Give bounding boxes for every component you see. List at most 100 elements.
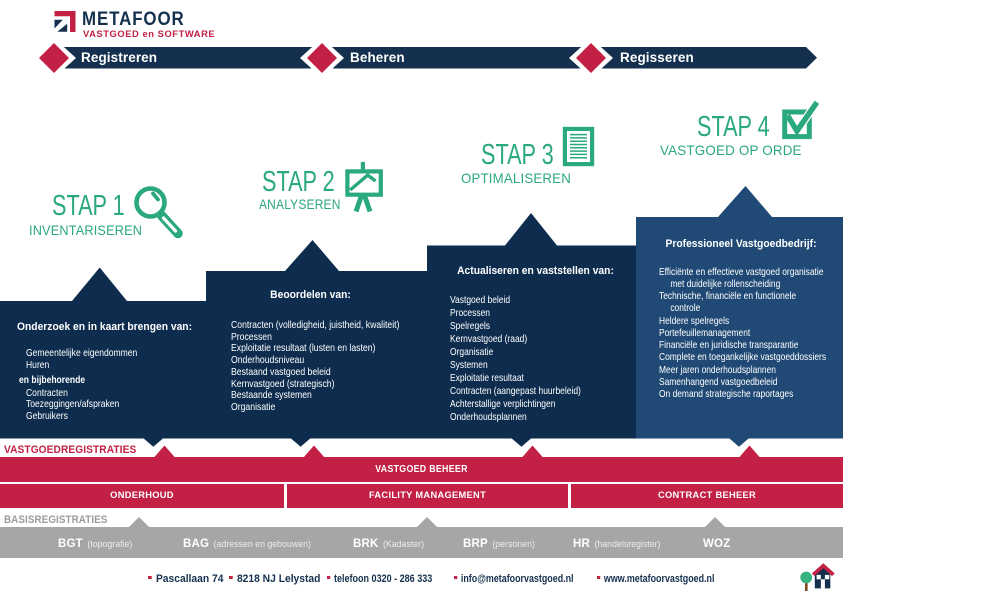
list-item: Efficiënte en effectieve vastgoed organi… — [659, 266, 824, 290]
list-item: Contracten (aangepast huurbeleid) — [450, 385, 581, 397]
list-item: Exploitatie resultaat — [450, 372, 524, 384]
list-item: Huren — [26, 359, 50, 371]
graybar-arrow-2 — [416, 517, 438, 528]
step4-title: STAP 4 — [697, 111, 770, 143]
vastgoedregistraties-label: VASTGOEDREGISTRATIES — [4, 444, 137, 456]
contract-beheer-bar: CONTRACT BEHEER — [571, 484, 843, 508]
logo-wordmark: METAFOOR — [82, 9, 185, 30]
house-tree-icon — [800, 563, 835, 591]
phase-bar: Registreren Beheren Regisseren — [63, 47, 817, 69]
gray-bar-item: BAG (adressen en gebouwen) — [183, 538, 311, 550]
step3-subtitle: OPTIMALISEREN — [461, 171, 571, 186]
step4-box-list: Efficiënte en effectieve vastgoed organi… — [659, 267, 831, 402]
step1-box-heading: Onderzoek en in kaart brengen van: — [17, 321, 193, 333]
diamond-icon — [31, 38, 76, 78]
footer-phone: telefoon 0320 - 286 333 — [326, 573, 432, 585]
list-item: Bestaande systemen — [231, 390, 312, 402]
redbar-arrow-1 — [154, 445, 175, 458]
step1-box-list2: Contracten Toezeggingen/afspraken Gebrui… — [26, 388, 119, 423]
step3-box — [427, 213, 636, 447]
step4-subtitle: VASTGOED OP ORDE — [660, 143, 802, 158]
list-item: Kernvastgoed (raad) — [450, 333, 528, 345]
footer-address: Pascallaan 74 — [147, 573, 223, 585]
onderhoud-bar: ONDERHOUD — [0, 484, 284, 508]
step1-subtitle: INVENTARISEREN — [29, 223, 143, 238]
list-item: Meer jaren onderhoudsplannen — [659, 364, 776, 376]
step1-title: STAP 1 — [52, 190, 125, 222]
basisregistraties-bar: BGT (topografie) BAG (adressen en gebouw… — [0, 527, 843, 558]
phase-label-registreren: Registreren — [81, 50, 158, 65]
metafoor-logo-icon — [54, 11, 76, 32]
gray-bar-item: BGT (topografie) — [58, 538, 133, 550]
list-item: Financiële en juridische transparantie — [659, 340, 799, 351]
list-item: Contracten (volledigheid, juistheid, kwa… — [231, 320, 400, 331]
list-item: Heldere spelregels — [659, 315, 730, 327]
diamond-icon — [300, 38, 344, 78]
list-item: Exploitatie resultaat (lusten en lasten) — [231, 343, 376, 355]
list-item: Kernvastgoed (strategisch) — [231, 378, 335, 390]
list-item: Contracten — [26, 387, 68, 399]
graybar-arrow-3 — [704, 517, 726, 528]
gray-bar-item: BRK (Kadaster) — [353, 538, 425, 550]
list-item: Gebruikers — [26, 410, 68, 422]
diamond-icon — [569, 38, 613, 78]
step2-box-list: Contracten (volledigheid, juistheid, kwa… — [231, 320, 399, 414]
vastgoed-beheer-bar: VASTGOED BEHEER — [0, 456, 843, 482]
redbar-arrow-4 — [739, 445, 760, 458]
basisregistraties-label: BASISREGISTRATIES — [4, 514, 108, 526]
list-item: On demand strategische raportages — [659, 389, 794, 400]
logo-tagline: VASTGOED en SOFTWARE — [83, 28, 216, 39]
list-item: Complete en toegankelijke vastgoeddossie… — [659, 352, 827, 364]
magnifier-icon — [134, 186, 183, 239]
step1-box-list: Gemeentelijke eigendommen Huren — [26, 348, 137, 371]
list-item: Gemeentelijke eigendommen — [26, 348, 138, 359]
step2-box — [206, 240, 427, 447]
list-item: Onderhoudsniveau — [231, 355, 305, 367]
document-icon — [562, 126, 595, 167]
step4-box-heading: Professioneel Vastgoedbedrijf: — [665, 238, 817, 250]
checkbox-checked-icon — [782, 100, 821, 140]
bullet-icon — [597, 575, 600, 580]
step1-box — [0, 267, 206, 447]
list-item: Processen — [231, 331, 272, 343]
easel-chart-icon — [345, 161, 383, 213]
step4-box — [636, 186, 843, 447]
list-item: Spelregels — [450, 320, 491, 332]
footer-website[interactable]: www.metafoorvastgoed.nl — [597, 573, 714, 585]
phase-label-regisseren: Regisseren — [620, 50, 694, 65]
gray-bar-item: BRP (personen) — [463, 538, 535, 550]
step2-box-heading: Beoordelen van: — [270, 289, 351, 301]
list-item: Vastgoed beleid — [450, 294, 511, 306]
redbar-arrow-2 — [303, 445, 325, 458]
step2-title: STAP 2 — [262, 166, 335, 198]
bullet-icon — [229, 575, 233, 580]
step3-box-heading: Actualiseren en vaststellen van: — [457, 265, 614, 277]
step2-subtitle: ANALYSEREN — [259, 197, 341, 212]
list-item: Toezeggingen/afspraken — [26, 399, 120, 411]
list-item: Organisatie — [450, 346, 494, 358]
bullet-icon — [453, 575, 457, 580]
graybar-arrow-1 — [128, 517, 150, 528]
footer-city: 8218 NJ Lelystad — [229, 573, 320, 585]
bullet-icon — [326, 575, 330, 580]
list-item: Achterstallige verplichtingen — [450, 398, 556, 410]
list-item: Portefeuillemanagement — [659, 327, 751, 339]
list-item: Onderhoudsplannen — [450, 411, 527, 423]
list-item: Bestaand vastgoed beleid — [231, 366, 331, 378]
list-item: Organisatie — [231, 402, 276, 414]
bullet-icon — [147, 575, 151, 580]
phase-label-beheren: Beheren — [350, 50, 405, 65]
gray-bar-item: WOZ — [703, 538, 731, 550]
step1-box-subheading: en bijbehorende — [19, 375, 86, 386]
redbar-arrow-3 — [522, 445, 543, 458]
facility-management-bar: FACILITY MANAGEMENT — [287, 484, 568, 508]
step3-box-list: Vastgoed beleid Processen Spelregels Ker… — [450, 294, 581, 424]
footer-email[interactable]: info@metafoorvastgoed.nl — [453, 573, 573, 585]
step3-title: STAP 3 — [481, 139, 554, 171]
list-item: Samenhangend vastgoedbeleid — [659, 376, 778, 388]
list-item: Processen — [450, 307, 491, 319]
gray-bar-item: HR (handelsregister) — [573, 538, 661, 550]
list-item: Technische, financiële en functionele co… — [659, 291, 797, 315]
